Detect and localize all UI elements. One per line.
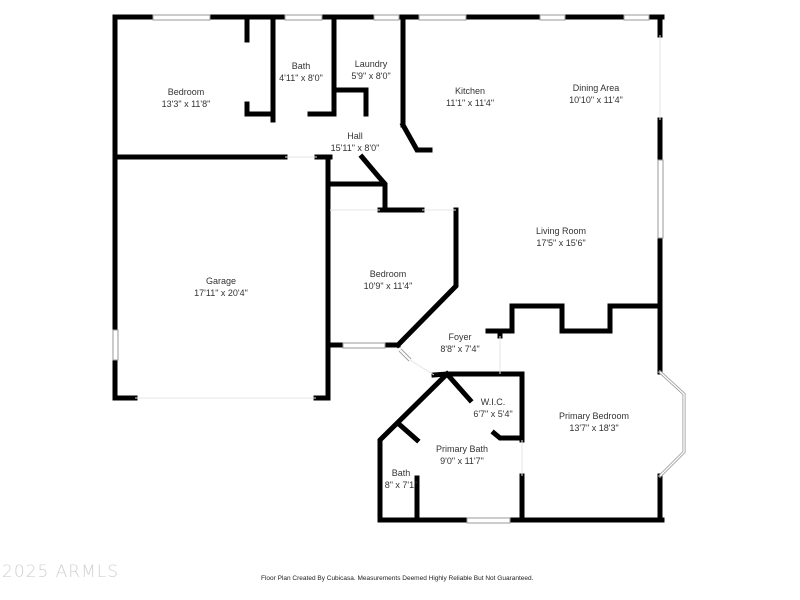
room-label-bath-1: Bath 4'11" x 8'0" [279,60,323,84]
room-name: Bedroom [167,87,205,97]
openings [135,35,661,476]
room-dims: 5'9" x 8'0" [351,71,391,81]
room-dims: 13'7" x 18'3" [569,423,619,433]
room-name: Hall [347,131,363,141]
room-dims: 8" x 7'1" [384,480,418,490]
room-dims: 17'5" x 15'6" [536,238,586,248]
room-dims: 10'9" x 11'4" [363,281,413,291]
room-label-hall: Hall 15'11" x 8'0" [331,130,380,154]
room-label-kitchen: Kitchen 11'1" x 11'4" [446,85,494,109]
room-dims: 11'1" x 11'4" [445,98,495,108]
room-label-living-room: Living Room 17'5" x 15'6" [536,225,586,249]
room-name: Laundry [354,59,388,69]
room-label-bath-2: Bath 8" x 7'1" [385,467,418,491]
room-label-primary-bedroom: Primary Bedroom 13'7" x 18'3" [559,410,629,434]
room-dims: 17'11" x 20'4" [194,288,248,298]
room-name: Primary Bath [435,444,489,454]
room-name: Kitchen [454,86,486,96]
room-dims: 4'11" x 8'0" [279,73,323,83]
watermark: 2025 ARMLS [2,562,120,582]
room-name: Foyer [448,332,472,342]
room-dims: 10'10" x 11'4" [569,95,623,105]
room-name: Garage [205,276,237,286]
room-label-laundry: Laundry 5'9" x 8'0" [351,58,390,82]
room-label-garage: Garage 17'11" x 20'4" [194,275,248,299]
room-label-bedroom-3: Bedroom 10'9" x 11'4" [364,268,413,292]
windows [112,14,686,524]
room-label-dining-area: Dining Area 10'10" x 11'4" [569,82,623,106]
room-label-bedroom-2: Bedroom 13'3" x 11'8" [162,86,211,110]
room-dims: 8'8" x 7'4" [440,344,480,354]
room-label-primary-bath: Primary Bath 9'0" x 11'7" [436,443,488,467]
room-name: Dining Area [572,83,620,93]
room-name: Bedroom [369,269,407,279]
room-dims: 13'3" x 11'8" [161,99,211,109]
room-dims: 15'11" x 8'0" [330,143,380,153]
walls [112,14,665,523]
room-name: Living Room [535,226,587,236]
room-dims: 6'7" x 5'4" [473,409,513,419]
room-dims: 9'0" x 11'7" [440,456,484,466]
room-label-foyer: Foyer 8'8" x 7'4" [440,331,479,355]
disclaimer: Floor Plan Created By Cubicasa. Measurem… [261,575,534,582]
room-name: Bath [391,468,411,478]
room-name: W.I.C. [480,397,506,407]
room-name: Primary Bedroom [558,411,630,421]
room-name: Bath [291,61,311,71]
room-label-wic: W.I.C. 6'7" x 5'4" [473,396,512,420]
